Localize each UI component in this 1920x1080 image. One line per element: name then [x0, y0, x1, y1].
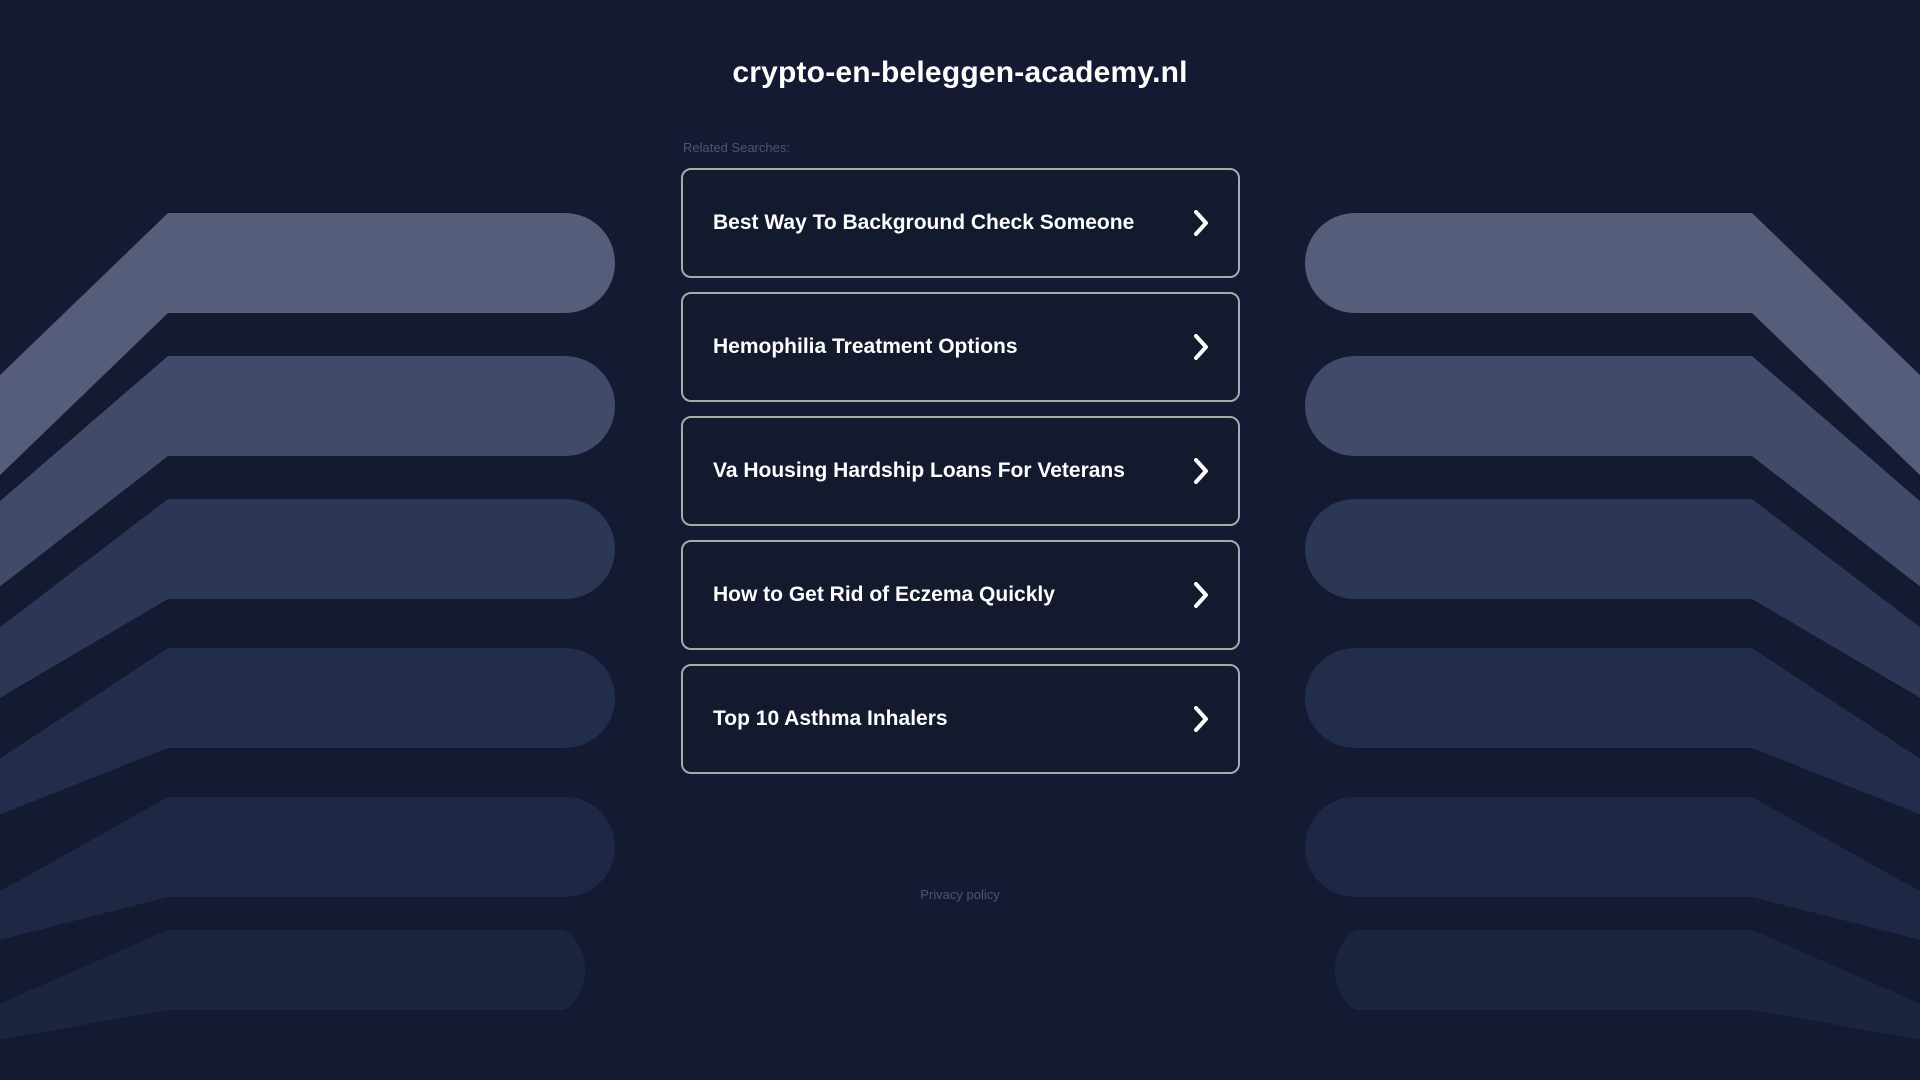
related-search-title: Best Way To Background Check Someone [713, 211, 1135, 234]
chevron-right-icon[interactable] [1190, 456, 1212, 486]
related-search-title: Top 10 Asthma Inhalers [713, 707, 948, 730]
related-searches-panel: Related Searches: Best Way To Background… [681, 140, 1240, 774]
privacy-policy-link[interactable]: Privacy policy [920, 887, 1000, 902]
related-search-title: Va Housing Hardship Loans For Veterans [713, 459, 1125, 482]
related-search-title: How to Get Rid of Eczema Quickly [713, 583, 1055, 606]
related-search-card[interactable]: Top 10 Asthma Inhalers [681, 664, 1240, 774]
related-searches-label: Related Searches: [683, 140, 790, 155]
chevron-right-icon[interactable] [1190, 208, 1212, 238]
chevron-right-icon[interactable] [1190, 580, 1212, 610]
related-search-card[interactable]: How to Get Rid of Eczema Quickly [681, 540, 1240, 650]
chevron-right-icon[interactable] [1190, 704, 1212, 734]
related-search-title: Hemophilia Treatment Options [713, 335, 1018, 358]
related-search-card[interactable]: Hemophilia Treatment Options [681, 292, 1240, 402]
related-searches-list: Best Way To Background Check Someone Hem… [681, 168, 1240, 774]
page-title: crypto-en-beleggen-academy.nl [732, 56, 1188, 89]
related-search-card[interactable]: Va Housing Hardship Loans For Veterans [681, 416, 1240, 526]
chevron-right-icon[interactable] [1190, 332, 1212, 362]
related-search-card[interactable]: Best Way To Background Check Someone [681, 168, 1240, 278]
footer: Privacy policy [0, 886, 1920, 904]
